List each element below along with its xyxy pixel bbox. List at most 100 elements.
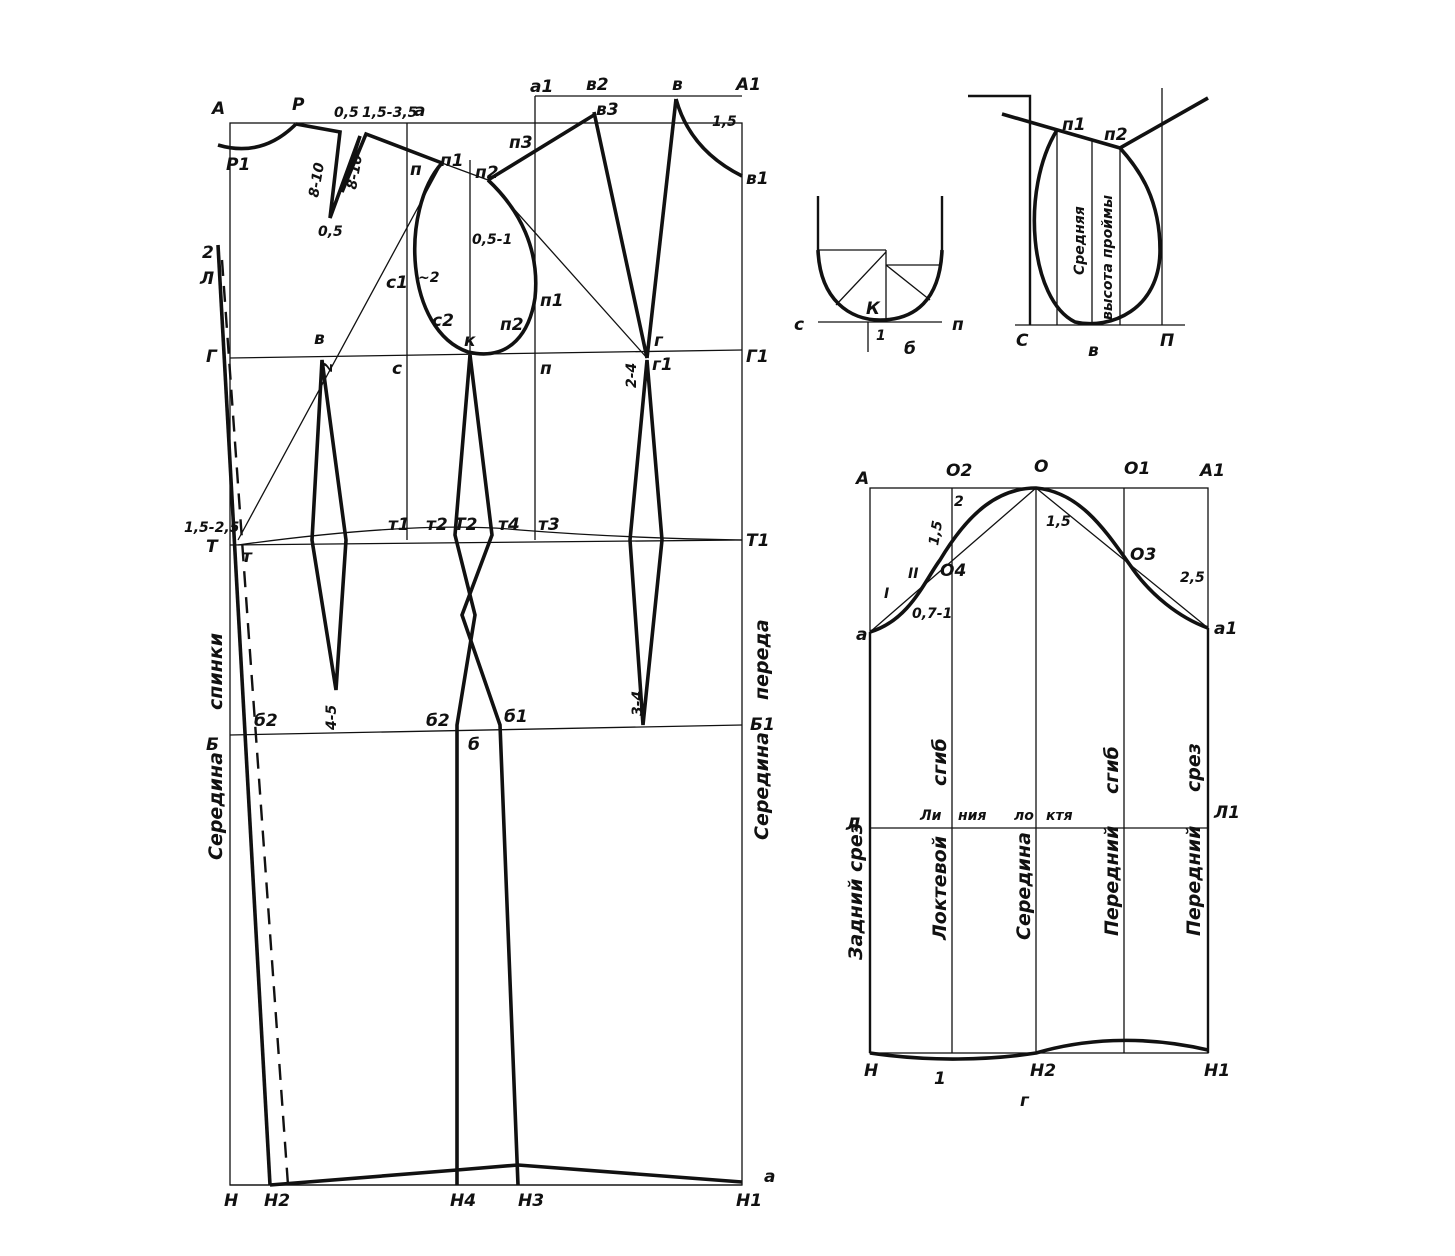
label-s-O4: О4 (940, 561, 966, 581)
label-2-left: 2 (202, 243, 214, 263)
label-k: к (464, 331, 476, 351)
label-elbow-2: ния (958, 808, 986, 824)
bust-dart-left (592, 111, 649, 359)
label-B: Б (206, 735, 219, 755)
label-t4: т4 (498, 515, 520, 535)
label-G1: Г1 (746, 347, 769, 367)
label-elbow-fold: Локтевой (929, 836, 951, 941)
back-side-seam (453, 354, 477, 1185)
back-waist-dart (310, 359, 348, 691)
label-b-p: п (952, 315, 964, 335)
label-v3: в3 (596, 100, 619, 120)
label-0-5-1: 0,5-1 (472, 232, 512, 248)
armhole-detail-b: с К 1 п б (794, 196, 964, 359)
armhole-v-shoulder-left (1001, 112, 1121, 150)
label-p-2: п2 (500, 315, 524, 335)
label-b-K: К (866, 299, 881, 319)
label-t3: т3 (538, 515, 560, 535)
armhole-v-shoulder-right (1119, 96, 1209, 150)
bodice-frame (229, 122, 743, 1186)
label-t1: т1 (388, 515, 410, 535)
label-p-lower: п (540, 359, 552, 379)
sleeve-diag-right (1035, 487, 1209, 629)
label-H3: Н3 (518, 1191, 544, 1211)
front-waist-dart (628, 359, 664, 726)
back-center-seam (216, 244, 272, 1186)
label-3-4: 3-4 (630, 691, 646, 716)
label-b-1: 1 (876, 328, 886, 344)
label-c1: с1 (386, 273, 408, 293)
label-A: А (210, 99, 225, 119)
armhole-detail-v: п1 п2 С в П Средняя высота проймы (968, 88, 1209, 361)
label-v2: в2 (586, 75, 609, 95)
label-v-chest: в (314, 329, 325, 349)
label-front-fold: Передний (1101, 826, 1123, 936)
front-shoulder-line (487, 113, 595, 182)
label-center: Середина (1013, 832, 1035, 940)
label-s-L: Л (845, 815, 860, 835)
sleeve-draft: А О2 О О1 А1 2 1,5 1,5 О3 О4 II I 0,7-1 … (845, 457, 1240, 1111)
hip-line (229, 724, 743, 736)
label-T: Т (206, 537, 219, 557)
label-v1: в1 (746, 169, 769, 189)
label-H1: Н1 (736, 1191, 762, 1211)
label-v-P: П (1160, 331, 1174, 351)
label-b: б (468, 735, 480, 755)
label-L: Л (199, 269, 214, 289)
label-a-bottom: а (764, 1167, 775, 1187)
label-P1: Р1 (226, 155, 250, 175)
sleeve-cap-curve (869, 486, 1209, 634)
label-s-1: 1 (934, 1069, 946, 1089)
label-c: с (392, 359, 402, 379)
label-a1: а1 (530, 77, 553, 97)
label-b-caption: б (904, 339, 916, 359)
label-G: Г (206, 347, 218, 367)
label-v-p2: п2 (1104, 125, 1128, 145)
armhole-v-curve (1032, 129, 1162, 326)
label-8-10-b: 8-10 (344, 153, 366, 191)
label-s-O3: О3 (1130, 545, 1156, 565)
label-s-a1: а1 (1214, 619, 1237, 639)
label-front-cut: Передний (1183, 826, 1205, 936)
armhole-v-left-border (968, 94, 1032, 325)
label-0-5-top: 0,5 (334, 105, 359, 121)
label-p3: п3 (509, 133, 533, 153)
back-neck-curve (217, 122, 298, 151)
hem-line (269, 1163, 743, 1187)
label-elbow-4: ктя (1046, 808, 1073, 824)
label-b2c: б2 (426, 711, 450, 731)
label-front-cut-2: срез (1183, 743, 1205, 792)
label-front-fold-2: сгиб (1101, 746, 1123, 794)
label-front-center-2: переда (751, 619, 773, 700)
front-side-seam (460, 354, 520, 1186)
label-b1: б1 (504, 707, 528, 727)
dart-guide (487, 179, 648, 359)
label-v-text2: высота проймы (1100, 195, 1116, 320)
label-H4: Н4 (450, 1191, 476, 1211)
back-guide-diagonal (237, 162, 443, 541)
label-t: т (242, 547, 253, 567)
label-s-caption: г (1020, 1091, 1030, 1111)
label-back-center-2: спинки (205, 633, 227, 710)
label-H: Н (224, 1191, 238, 1211)
sleeve-diag-left (869, 487, 1037, 633)
label-back-center: Середина (205, 752, 227, 860)
label-front-center: Середина (751, 732, 773, 840)
label-s-0-7-1: 0,7-1 (912, 606, 952, 622)
label-2-4: 2-4 (624, 363, 640, 388)
label-p: п (410, 160, 422, 180)
bodice-labels: А Р Р1 0,5 1,5-3,5 а 8-10 8-10 0,5 п п1 … (184, 75, 775, 1211)
label-g: г (654, 331, 664, 351)
label-T2: Т2 (454, 515, 477, 535)
label-8-10-a: 8-10 (306, 161, 328, 199)
label-s-O1: О1 (1124, 459, 1150, 479)
label-a-top: а (414, 101, 425, 121)
label-2-dart: 2 (320, 362, 336, 372)
label-s-H2: Н2 (1030, 1061, 1056, 1081)
label-b-c: с (794, 315, 804, 335)
label-s-II: II (908, 566, 918, 582)
label-g1: г1 (652, 355, 673, 375)
label-1-5-3-5: 1,5-3,5 (362, 105, 418, 121)
label-p1: п1 (440, 151, 464, 171)
label-b2: б2 (254, 711, 278, 731)
